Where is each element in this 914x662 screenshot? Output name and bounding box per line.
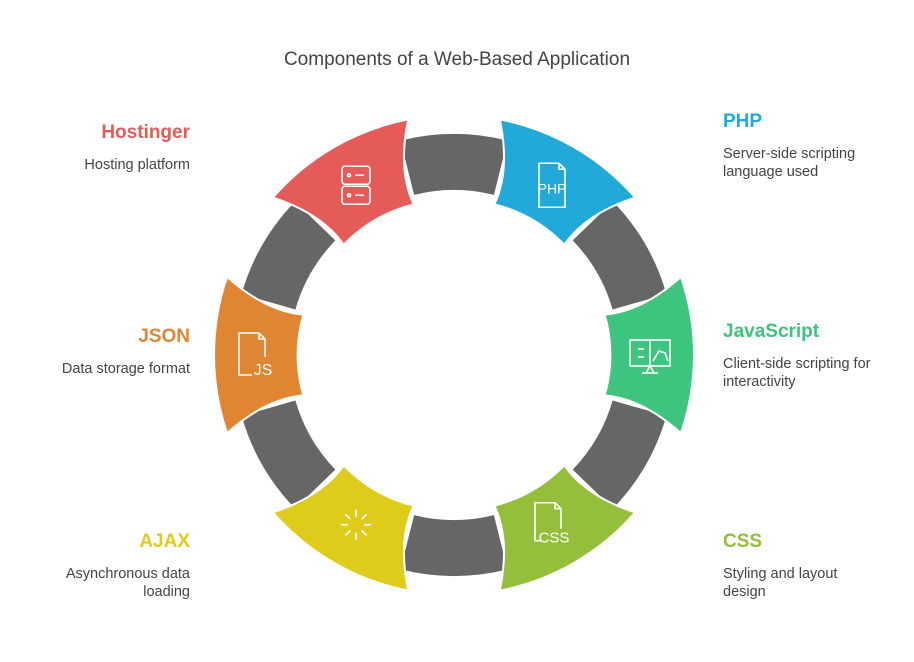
segment-css bbox=[492, 463, 637, 592]
svg-text:PHP: PHP bbox=[538, 180, 567, 196]
label-description: Client-side scripting for interactivity bbox=[723, 356, 871, 390]
ring-connector bbox=[400, 134, 508, 195]
js-file-icon: JS bbox=[238, 332, 273, 379]
label-description: Styling and layout design bbox=[723, 566, 838, 600]
label-json: JSON Data storage format bbox=[0, 326, 190, 378]
svg-text:CSS: CSS bbox=[539, 530, 570, 547]
segment-json bbox=[213, 275, 305, 435]
label-php: PHP Server-side scripting language used bbox=[723, 111, 914, 181]
label-ajax: AJAX Asynchronous data loading bbox=[0, 531, 190, 601]
label-description: Data storage format bbox=[61, 361, 190, 377]
label-description: Asynchronous data loading bbox=[65, 566, 190, 600]
label-css: CSS Styling and layout design bbox=[723, 531, 914, 601]
css-file-icon: CSS bbox=[534, 501, 570, 547]
label-title: JSON bbox=[138, 326, 190, 347]
segment-hostinger bbox=[271, 118, 416, 247]
label-description: Hosting platform bbox=[84, 157, 190, 173]
ring-connector bbox=[241, 400, 336, 509]
ring-connector bbox=[572, 400, 667, 509]
label-javascript: JavaScript Client-side scripting for int… bbox=[723, 321, 914, 391]
label-title: Hostinger bbox=[101, 122, 190, 143]
segment-ajax bbox=[271, 463, 416, 592]
ring-connector bbox=[241, 201, 336, 310]
label-hostinger: Hostinger Hosting platform bbox=[0, 122, 190, 174]
label-title: AJAX bbox=[139, 531, 190, 552]
monitor-chart-icon bbox=[629, 339, 671, 374]
server-icon bbox=[341, 165, 371, 206]
svg-text:JS: JS bbox=[254, 362, 273, 379]
ring-connector bbox=[572, 201, 667, 310]
label-title: PHP bbox=[723, 111, 763, 132]
ring-connector bbox=[400, 515, 508, 577]
diagram-title: Components of a Web-Based Application bbox=[283, 49, 631, 70]
label-title: JavaScript bbox=[723, 321, 820, 342]
label-title: CSS bbox=[723, 531, 763, 552]
label-description: Server-side scripting language used bbox=[723, 146, 856, 180]
php-file-icon: PHP bbox=[538, 162, 567, 209]
loading-spinner-icon bbox=[341, 509, 371, 540]
